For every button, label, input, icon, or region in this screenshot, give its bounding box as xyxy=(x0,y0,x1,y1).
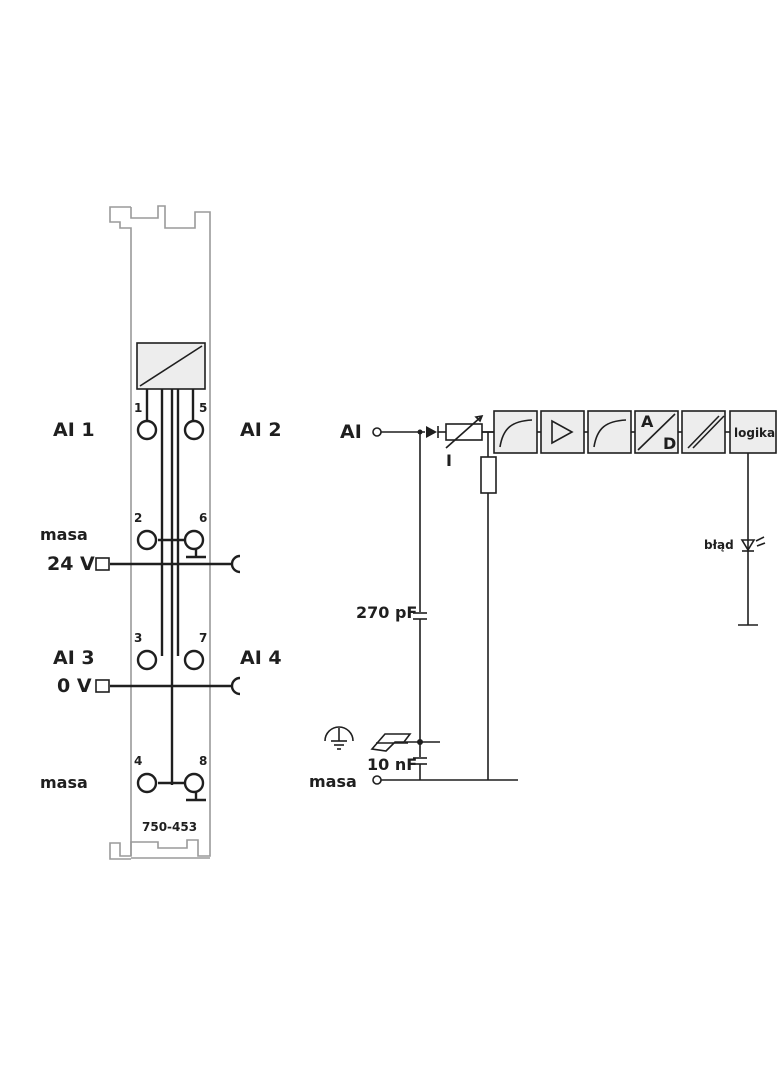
terminal-5-contact xyxy=(183,419,205,441)
bus-24v-socket xyxy=(230,554,241,574)
terminal-4-contact xyxy=(136,772,158,794)
circuit-ground-label: masa xyxy=(309,772,357,791)
diode-icon xyxy=(426,426,437,438)
bus-24v-plug xyxy=(95,557,110,571)
error-led-icon xyxy=(740,539,756,552)
label-ai3: AI 3 xyxy=(53,647,95,669)
terminal-3-contact xyxy=(136,649,158,671)
terminal-3-number: 3 xyxy=(134,631,142,645)
cap-270pf-label: 270 pF xyxy=(356,603,417,622)
label-24v: 24 V xyxy=(47,553,95,575)
converter-box xyxy=(136,342,206,390)
input-terminal xyxy=(372,427,382,437)
label-masa-top: masa xyxy=(40,525,88,544)
error-label: błąd xyxy=(704,538,734,552)
terminal-1-number: 1 xyxy=(134,401,142,415)
amplifier-block xyxy=(540,410,585,454)
terminal-5-number: 5 xyxy=(199,401,207,415)
input-circuit xyxy=(324,414,518,785)
ground-terminal xyxy=(372,775,382,785)
label-masa-bottom: masa xyxy=(40,773,88,792)
module-part-number: 750-453 xyxy=(142,820,197,834)
terminal-8-contact xyxy=(183,772,205,794)
internal-wiring xyxy=(110,389,232,802)
filter-block-2 xyxy=(587,410,632,454)
protective-earth-icon xyxy=(324,726,354,750)
terminal-7-number: 7 xyxy=(199,631,207,645)
filter-block-1 xyxy=(493,410,538,454)
ad-label-d: D xyxy=(663,434,676,453)
terminal-2-contact xyxy=(136,529,158,551)
bus-connectors xyxy=(95,554,241,696)
logic-block xyxy=(729,410,777,454)
terminal-6-contact xyxy=(183,529,205,551)
terminal-7-contact xyxy=(183,649,205,671)
terminal-4-number: 4 xyxy=(134,754,142,768)
terminal-1-contact xyxy=(136,419,158,441)
signal-chain xyxy=(482,410,777,626)
logic-label: logika xyxy=(734,426,775,440)
current-label: I xyxy=(446,451,452,470)
shunt-resistor xyxy=(480,456,497,494)
circuit-input-label: AI xyxy=(340,421,362,443)
bus-0v-socket xyxy=(230,676,241,696)
label-0v: 0 V xyxy=(57,675,92,697)
terminal-circles xyxy=(136,419,205,794)
label-ai2: AI 2 xyxy=(240,419,282,441)
cap-10nf-label: 10 nF xyxy=(367,755,417,774)
terminal-2-number: 2 xyxy=(134,511,142,525)
din-rail-icon xyxy=(370,733,412,752)
terminal-8-number: 8 xyxy=(199,754,207,768)
ad-label-a: A xyxy=(641,412,654,431)
module-housing xyxy=(109,205,211,860)
bus-0v-plug xyxy=(95,679,110,693)
label-ai1: AI 1 xyxy=(53,419,95,441)
label-ai4: AI 4 xyxy=(240,647,282,669)
terminal-6-number: 6 xyxy=(199,511,207,525)
